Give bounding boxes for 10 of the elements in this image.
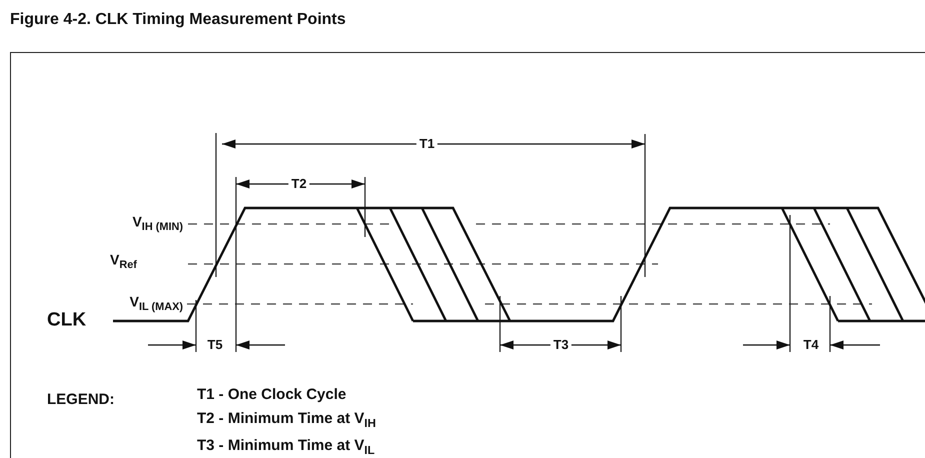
figure-title: Figure 4-2. CLK Timing Measurement Points: [10, 11, 346, 29]
level-label: V$_{Ref}$: [110, 252, 137, 268]
legend-entry: T3 - Minimum Time at V$_{IL}$: [197, 438, 375, 454]
legend-entry: T2 - Minimum Time at V$_{IH}$: [197, 410, 376, 428]
legend-entry: T1 - One Clock Cycle: [197, 386, 346, 404]
level-label: V$_{IH (MIN)}$: [132, 214, 183, 230]
signal-name: CLK: [47, 310, 86, 332]
dimension-label: T3: [550, 338, 572, 352]
legend-heading: LEGEND:: [47, 392, 114, 408]
level-label: V$_{IL (MAX)}$: [130, 294, 183, 310]
